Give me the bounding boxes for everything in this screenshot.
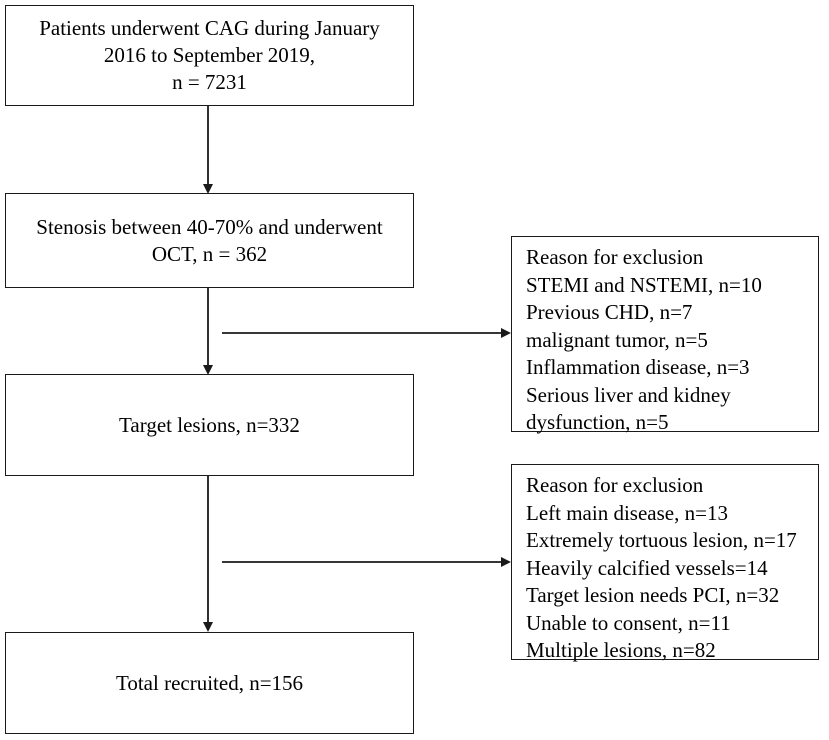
exclusion-2-item: Heavily calcified vessels=14: [526, 555, 768, 580]
screening-line-2: 2016 to September 2019,: [103, 43, 316, 67]
target-line-1: Target lesions, n=332: [119, 412, 300, 437]
exclusion-1-item: malignant tumor, n=5: [526, 327, 708, 352]
exclusion-1-item: Inflammation disease, n=3: [526, 355, 750, 379]
exclusion-2-item: Left main disease, n=13: [526, 500, 728, 525]
exclusion-1-item: Serious liver and kidney: [526, 382, 731, 407]
exclusion-2-item: Unable to consent, n=11: [526, 610, 731, 635]
exclusion-2-item: Multiple lesions, n=82: [526, 638, 716, 662]
exclusion-2-item: Target lesion needs PCI, n=32: [526, 583, 780, 607]
stenosis-line-2: OCT, n = 362: [151, 241, 268, 266]
target-lesions-box: Target lesions, n=332: [5, 374, 414, 476]
exclusion-box-2: Reason for exclusion Left main disease, …: [511, 464, 819, 662]
exclusion-2-item: Extremely tortuous lesion, n=17: [526, 528, 797, 552]
total-recruited-box: Total recruited, n=156: [5, 632, 414, 734]
stenosis-box: Stenosis between 40-70% and underwent OC…: [5, 193, 414, 288]
screening-line-3: n = 7231: [172, 70, 247, 94]
stenosis-line-1: Stenosis between 40-70% and underwent: [36, 214, 383, 239]
exclusion-1-item: Previous CHD, n=7: [526, 300, 693, 324]
recruited-line-1: Total recruited, n=156: [115, 670, 304, 695]
exclusion-2-heading: Reason for exclusion: [526, 473, 704, 497]
screening-box: Patients underwent CAG during January 20…: [5, 5, 414, 106]
exclusion-1-item: dysfunction, n=5: [526, 410, 669, 434]
screening-line-1: Patients underwent CAG during January: [39, 16, 380, 40]
exclusion-1-item: STEMI and NSTEMI, n=10: [526, 272, 762, 297]
exclusion-box-1: Reason for exclusion STEMI and NSTEMI, n…: [511, 236, 819, 434]
exclusion-1-heading: Reason for exclusion: [526, 245, 704, 269]
